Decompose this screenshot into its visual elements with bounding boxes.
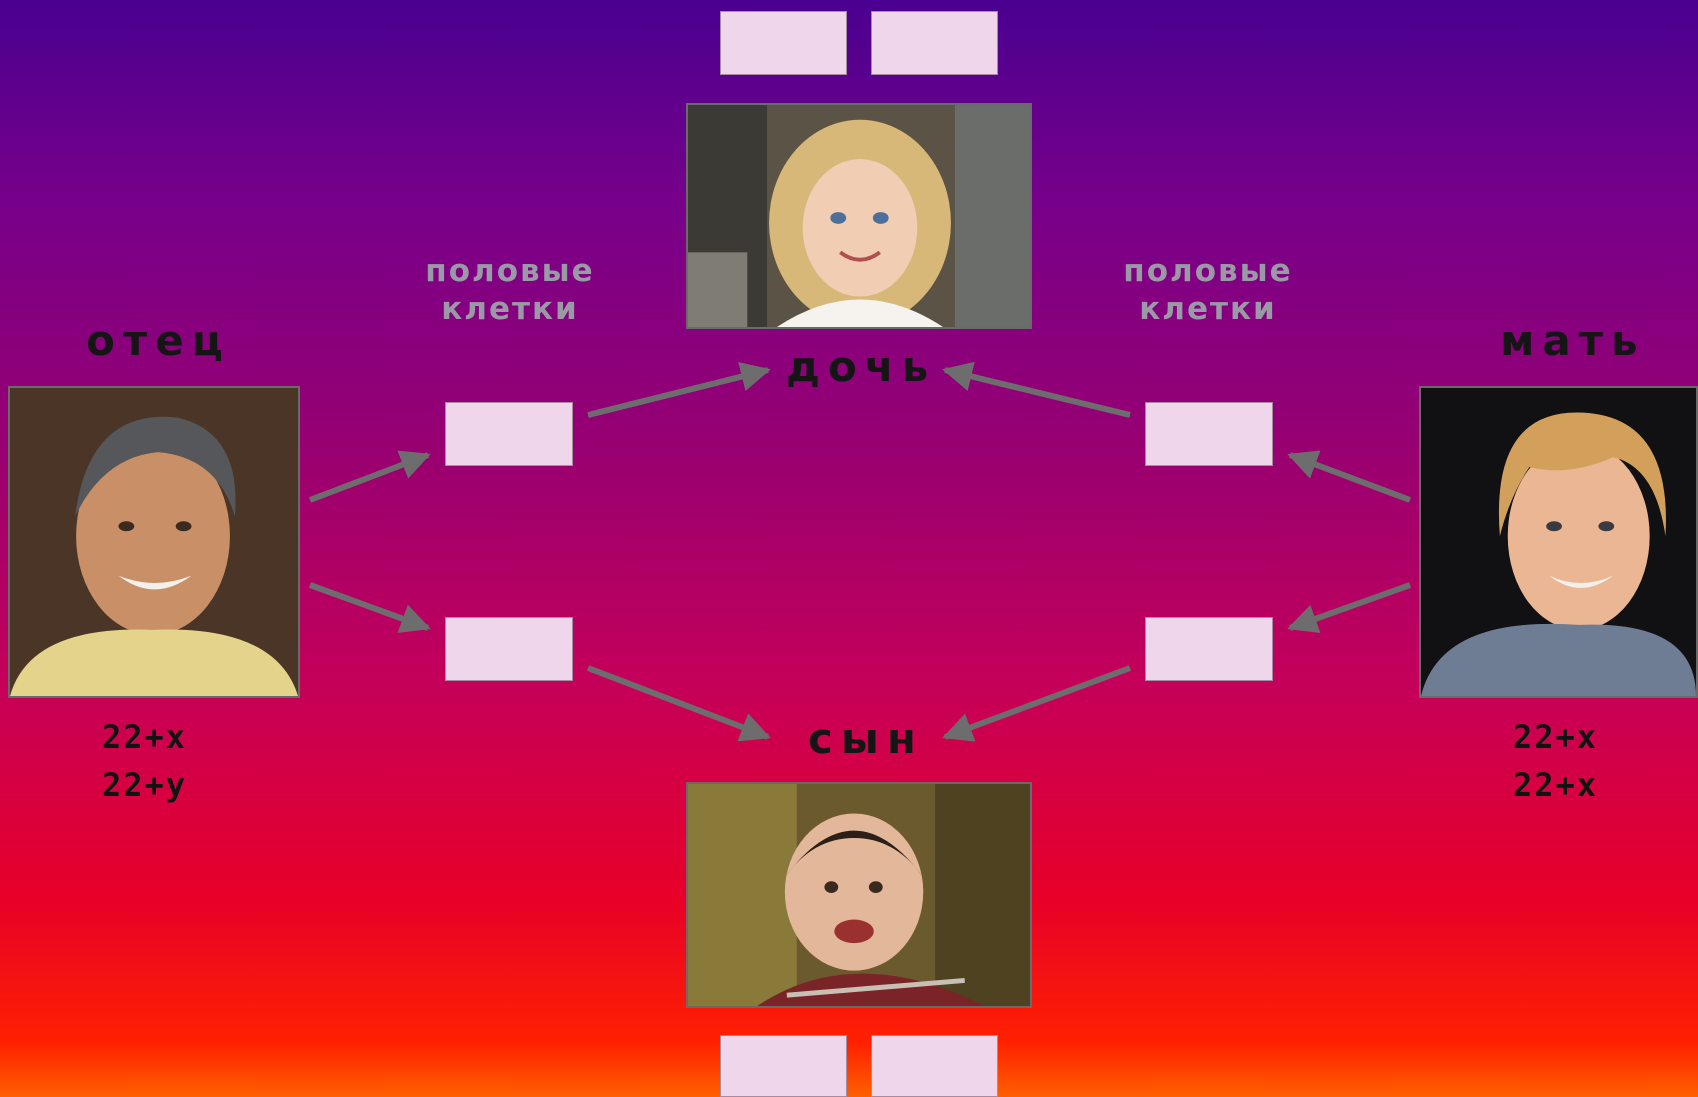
father-genotype: 22+x 22+y [102,713,187,809]
arrow-mother-to-gamete-top [1290,455,1410,500]
father-gamete-box-bottom[interactable] [445,617,573,681]
father-photo [8,386,300,698]
son-chromosome-box-1[interactable] [720,1035,847,1097]
mother-photo [1419,386,1698,698]
arrow-father-to-gamete-top [310,455,428,500]
arrow-gamete-to-son-left [588,668,768,737]
father-gamete-box-top[interactable] [445,402,573,466]
father-genotype-line-2: 22+y [102,761,187,809]
mother-gamete-box-top[interactable] [1145,402,1273,466]
arrow-gamete-to-daughter-left [588,370,768,415]
arrow-gamete-to-son-right [945,668,1130,737]
mother-label: мать [1500,320,1646,362]
arrow-mother-to-gamete-bottom [1290,585,1410,628]
father-genotype-line-1: 22+x [102,713,187,761]
gametes-caption-right: половые клетки [1118,252,1298,328]
gametes-caption-right-line-2: клетки [1118,290,1298,328]
gametes-caption-right-line-1: половые [1118,252,1298,290]
daughter-photo [686,103,1032,329]
arrow-gamete-to-daughter-right [945,370,1130,415]
mother-genotype: 22+x 22+x [1513,713,1598,809]
mother-genotype-line-2: 22+x [1513,761,1598,809]
father-label: отец [86,320,231,362]
mother-genotype-line-1: 22+x [1513,713,1598,761]
daughter-chromosome-box-1[interactable] [720,11,847,75]
daughter-label: дочь [786,346,936,388]
gametes-caption-left: половые клетки [420,252,600,328]
gametes-caption-left-line-2: клетки [420,290,600,328]
daughter-chromosome-box-2[interactable] [871,11,998,75]
son-chromosome-box-2[interactable] [871,1035,998,1097]
mother-gamete-box-bottom[interactable] [1145,617,1273,681]
gametes-caption-left-line-1: половые [420,252,600,290]
son-photo [686,782,1032,1008]
son-label: сын [808,718,924,760]
arrow-father-to-gamete-bottom [310,585,428,628]
